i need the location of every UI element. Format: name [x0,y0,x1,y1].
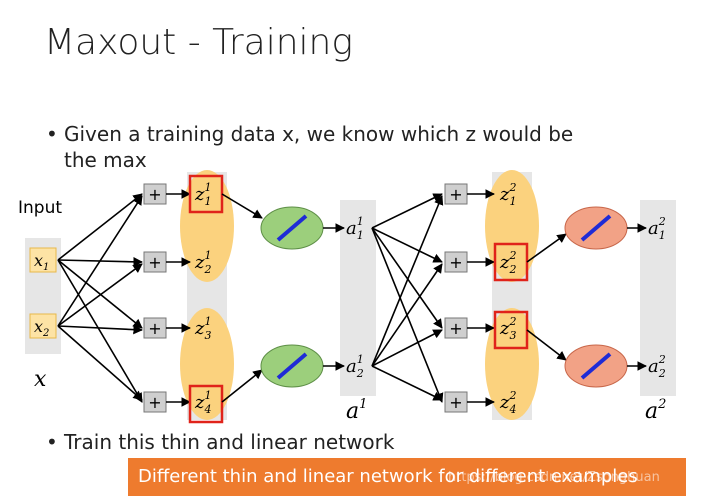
edges-sum-to-z2 [467,189,495,407]
linear-activation-icon [580,214,612,242]
plus-label: + [148,253,161,272]
bullet-second: •Train this thin and linear network [46,430,394,454]
edges-sum-to-z1 [166,189,191,407]
slide-title: Maxout - Training [44,22,353,63]
max-highlight-z1-4 [188,384,224,424]
z-label: xz11 [194,181,211,208]
a1-column [340,200,376,396]
edges-z1-to-activation [221,193,263,403]
plus-label: + [449,319,462,338]
a-label: a11 [346,215,364,242]
z-label: z41 [194,389,211,416]
edges-activation-to-a1 [323,223,345,371]
plus-label: + [148,185,161,204]
plus-label: + [148,319,161,338]
sum-nodes-layer1 [143,183,167,413]
edges-input-to-sum [57,193,143,403]
group-ellipse-l2-bottom [485,308,539,420]
input-box-x1 [29,247,57,273]
bullet-first-line1: Given a training data x, we know which z… [64,122,574,146]
plus-label: + [148,393,161,412]
z-label: z12 [499,181,516,208]
sum-nodes-layer2 [444,183,468,413]
z-label: z42 [499,389,516,416]
z-label: z21 [194,249,211,276]
edges-activation-to-a2 [627,223,647,371]
watermark: https://blog.csdn.net/Zsonghuan [448,470,660,485]
bullet-first-line2: the max [64,148,147,172]
group-ellipse-l1-top [180,170,234,282]
plus-label: + [449,253,462,272]
bullet-dot: • [46,122,58,146]
z-label: z32 [499,315,516,342]
input-heading: Input [18,198,62,218]
bullet-first: •Given a training data x, we know which … [46,122,573,172]
edges-z2-to-activation [526,233,567,361]
bullet-second-text: Train this thin and linear network [64,430,395,454]
a-label: a21 [346,353,364,380]
summary-banner: Different thin and linear network for di… [128,458,686,496]
z-label: z22 [499,249,516,276]
group-ellipse-l2-top [485,170,539,282]
linear-activation-icon [276,214,308,242]
input-box-x2 [29,313,57,339]
layer2-output-label: a2 [645,397,666,424]
plus-label: + [449,185,462,204]
plus-label: + [449,393,462,412]
a-label: a12 [648,215,666,242]
edges-a1-to-sum [371,193,444,403]
a-label: a22 [648,353,666,380]
layer1-output-label: a1 [346,397,367,424]
linear-activation-icon [276,352,308,380]
group-ellipse-l1-bottom [180,308,234,420]
linear-activation-icon [580,352,612,380]
input-vector-label: x [34,367,47,392]
z-label: z31 [194,315,211,342]
bullet-dot: • [46,430,58,454]
